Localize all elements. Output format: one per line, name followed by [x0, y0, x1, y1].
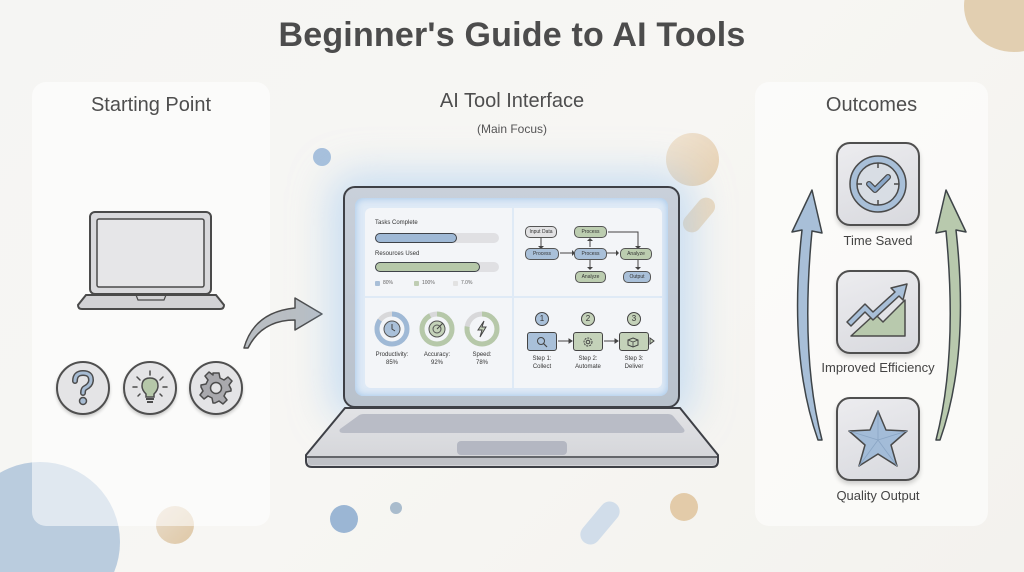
- ai-tool-laptop-screen: Tasks Complete Resources Used 80% 100% 7…: [343, 186, 680, 408]
- metric-accuracy: Accuracy:92%: [423, 352, 451, 366]
- flow-node-process-top: Process: [574, 226, 607, 238]
- laptop-base: [305, 407, 719, 468]
- decor-pill-blue: [576, 497, 624, 549]
- decor-pill-tan: [679, 193, 719, 237]
- step-number-1: 1: [535, 312, 549, 326]
- outcome-label-efficiency: Improved Efficiency: [821, 360, 935, 375]
- lightbulb-icon: [132, 370, 168, 403]
- starting-point-title: Starting Point: [90, 94, 212, 116]
- progress-bar-tasks: [375, 233, 499, 243]
- gauge-accuracy: [419, 311, 455, 347]
- outcomes-title: Outcomes: [825, 94, 918, 116]
- step-arrows: [558, 337, 655, 345]
- decor-bubble-blue-bottom: [330, 505, 358, 533]
- page-title: Beginner's Guide to AI Tools: [278, 16, 746, 54]
- flowchart-quadrant: Input Data Process Process Process Analy…: [514, 208, 662, 296]
- dashboard-screen: Tasks Complete Resources Used 80% 100% 7…: [355, 198, 668, 396]
- metric-speed: Speed:78%: [472, 352, 492, 366]
- star-icon: [848, 410, 908, 467]
- step-box-automate: [573, 332, 603, 351]
- gear-icon: [199, 371, 233, 405]
- legend-item-3: 7.0%: [453, 280, 472, 286]
- step-label-collect: Step 1:Collect: [532, 356, 552, 370]
- laptop-icon: [76, 211, 226, 310]
- outcome-time-saved: [836, 142, 920, 226]
- starting-point-panel: Starting Point: [32, 82, 270, 526]
- flowchart-connectors: [538, 231, 641, 270]
- progress-quadrant: Tasks Complete Resources Used 80% 100% 7…: [365, 208, 512, 296]
- package-icon: [627, 336, 639, 348]
- interface-title: AI Tool Interface: [439, 90, 585, 112]
- ideas-button[interactable]: [123, 361, 177, 415]
- step-label-automate: Step 2:Automate: [575, 356, 601, 370]
- gauge-productivity: [374, 311, 410, 347]
- step-label-deliver: Step 3:Deliver: [624, 356, 644, 370]
- flow-node-analyze-1: Analyze: [620, 248, 652, 260]
- steps-quadrant: 1 2 3 Step 1:Collect Step 2:Automate: [514, 298, 662, 388]
- trend-up-icon: [846, 283, 908, 337]
- outcome-label-time-saved: Time Saved: [843, 233, 913, 248]
- outcome-arrow-left-icon: [791, 189, 823, 441]
- help-button[interactable]: [56, 361, 110, 415]
- interface-subtitle: (Main Focus): [476, 122, 547, 136]
- bar-label-tasks: Tasks Complete: [375, 220, 418, 226]
- step-box-deliver: [619, 332, 649, 351]
- progress-fill-tasks: [375, 233, 457, 243]
- step-box-collect: [527, 332, 557, 351]
- flow-node-analyze-2: Analyze: [575, 271, 606, 283]
- metric-productivity: Productivity:85%: [375, 352, 409, 366]
- step-number-2: 2: [581, 312, 595, 326]
- search-icon: [537, 336, 548, 347]
- outcome-arrow-right-icon: [935, 189, 967, 441]
- outcome-improved-efficiency: [836, 270, 920, 354]
- flow-node-process-2: Process: [574, 248, 607, 260]
- legend-item-2: 100%: [414, 280, 435, 286]
- question-icon: [72, 370, 95, 406]
- gauge-speed: [464, 311, 500, 347]
- metrics-quadrant: Productivity:85% Accuracy:92% Speed:78%: [365, 298, 512, 388]
- legend-item-1: 80%: [375, 280, 393, 286]
- arrow-to-interface-icon: [243, 297, 323, 349]
- decor-bubble-tan-mid: [666, 133, 719, 186]
- step-number-3: 3: [627, 312, 641, 326]
- settings-button[interactable]: [189, 361, 243, 415]
- flow-node-process-1: Process: [525, 248, 559, 260]
- progress-bar-resources: [375, 262, 499, 272]
- decor-bubble-blue-small: [313, 148, 331, 166]
- outcome-quality-output: [836, 397, 920, 481]
- progress-fill-resources: [375, 262, 481, 272]
- flow-node-output: Output: [623, 271, 651, 283]
- clock-check-icon: [849, 155, 907, 213]
- outcome-label-quality: Quality Output: [836, 488, 920, 503]
- bar-label-resources: Resources Used: [375, 251, 420, 257]
- flow-node-input-data: Input Data: [525, 226, 557, 238]
- decor-bubble-blue-tiny: [390, 502, 402, 514]
- gear-icon: [583, 337, 593, 346]
- decor-bubble-tan-bottom: [670, 493, 698, 521]
